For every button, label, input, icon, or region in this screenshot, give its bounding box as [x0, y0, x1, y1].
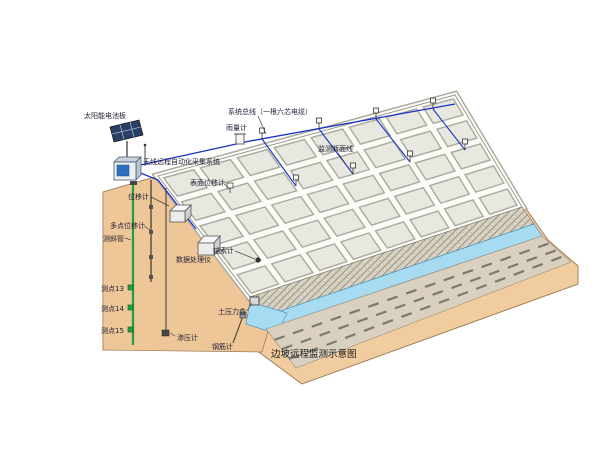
- label-data-processor: 数据处理仪: [176, 255, 211, 264]
- label-point-14: 测点14: [101, 305, 124, 313]
- label-wireless-system: 无线远程自动化采集系统: [143, 157, 220, 166]
- surface-displacement-icon: [226, 182, 234, 193]
- branch-cables: [261, 108, 466, 187]
- data-processor-icon: [197, 234, 221, 256]
- label-solar-panel: 太阳能电池板: [84, 111, 126, 120]
- solar-assembly: [109, 119, 147, 181]
- label-rain-gauge: 雨量计: [226, 123, 247, 132]
- label-rebar-meter: 钢筋计: [212, 342, 233, 351]
- monitoring-post-icon: [407, 150, 413, 162]
- label-surface-displacement: 表面位移计: [190, 178, 225, 187]
- inclinometer-cap: [130, 181, 137, 185]
- monitoring-post-icon: [430, 97, 436, 109]
- label-earth-pressure-cell: 土压力盒: [218, 307, 246, 316]
- leader-lines: [124, 115, 346, 337]
- monitoring-post-icon: [293, 174, 299, 186]
- displacement-meter-icon: [169, 204, 192, 223]
- earth-pressure-box-icon: [249, 296, 260, 306]
- anchor-meter-dot: [255, 257, 261, 263]
- label-point-13: 测点13: [101, 285, 124, 293]
- monitoring-post-icon: [373, 107, 379, 119]
- road: [265, 235, 572, 369]
- label-multipoint-displacement: 多点位移计: [110, 221, 145, 230]
- solar-panel-icon: [109, 119, 144, 143]
- label-displacement: 位移计: [128, 192, 149, 201]
- monitoring-post-icon: [462, 138, 468, 150]
- measure-point-marker: [127, 284, 134, 291]
- measure-point-markers: [127, 284, 134, 333]
- measure-point-marker: [127, 326, 134, 333]
- road-lane-dashes: [273, 241, 565, 361]
- seepage-borehole: [161, 188, 170, 337]
- label-point-15: 测点15: [101, 327, 124, 335]
- monitoring-post-icon: [316, 117, 322, 129]
- rain-gauge-icon: [234, 133, 246, 145]
- slope-grid-face: [158, 95, 522, 297]
- label-seepage-meter: 渗压计: [177, 333, 198, 342]
- rebar-rod: [232, 311, 247, 344]
- diagram-caption: 边坡远程监测示意图: [271, 348, 357, 360]
- label-system-bus: 系统总线（一根六芯电缆）: [228, 107, 312, 116]
- measure-point-marker: [127, 304, 134, 311]
- label-section-line: 监测断面线: [318, 144, 353, 153]
- monitoring-post-icon: [350, 162, 356, 174]
- label-inclinometer-tube: 测斜管: [103, 234, 124, 243]
- monitoring-posts: [259, 97, 468, 186]
- label-anchor-meter: 锚索计: [213, 246, 234, 255]
